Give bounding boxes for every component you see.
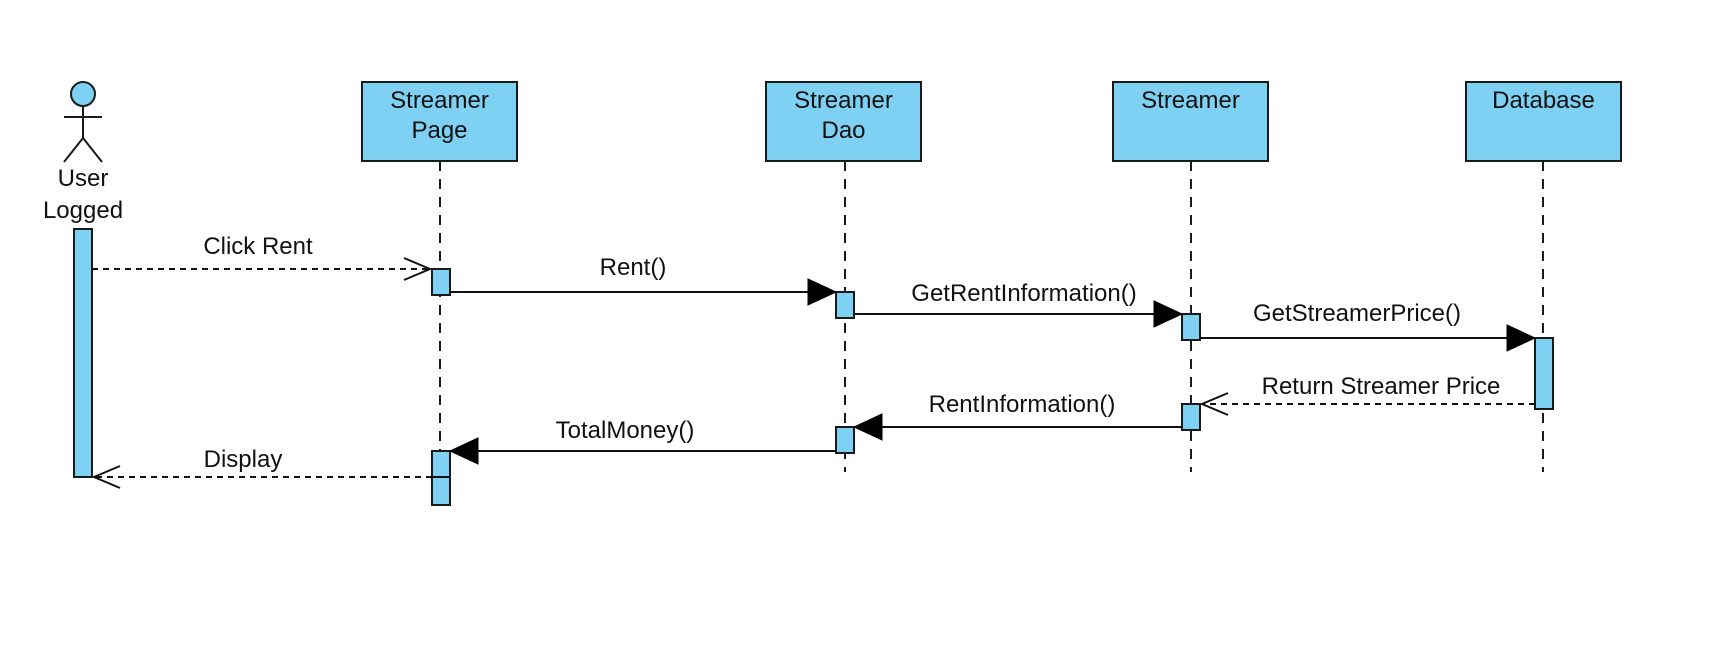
message-label: Return Streamer Price (1262, 373, 1501, 400)
activation-streamer-2 (1181, 403, 1201, 431)
filled-arrowhead (1153, 300, 1184, 328)
actor-label-line1: User (58, 165, 109, 192)
participant-streamer: Streamer (1112, 81, 1269, 162)
actor-activation-bar (73, 228, 93, 478)
participant-label-line1: Database (1492, 87, 1595, 114)
participant-label-line1: Streamer (390, 87, 489, 114)
open-arrowhead (403, 257, 433, 281)
participant-box (1112, 81, 1269, 162)
participant-streamer-page: Streamer Page (361, 81, 518, 162)
message-label: Display (204, 446, 283, 473)
message-get-rent-information: GetRentInformation() (854, 280, 1184, 328)
message-return-streamer-price: Return Streamer Price (1199, 373, 1535, 416)
actor-label-line2: Logged (43, 197, 123, 224)
filled-arrowhead (1506, 324, 1537, 352)
activation-streamer-dao-2 (835, 426, 855, 454)
activation-streamer-1 (1181, 313, 1201, 341)
participant-label-line2: Page (411, 117, 467, 144)
message-display: Display (91, 446, 432, 489)
filled-arrowhead (807, 278, 838, 306)
filled-arrowhead (852, 413, 883, 441)
actor-head (70, 81, 96, 107)
activation-streamer-dao-1 (835, 291, 855, 319)
actor-user: User Logged (43, 81, 123, 224)
activation-database (1534, 337, 1554, 410)
message-label: Click Rent (203, 233, 313, 260)
actor-left-leg (63, 137, 84, 163)
message-label: GetStreamerPrice() (1253, 300, 1461, 327)
participant-box (765, 81, 922, 162)
message-label: GetRentInformation() (911, 280, 1136, 307)
activation-streamer-page-1 (431, 268, 451, 296)
message-total-money: TotalMoney() (448, 417, 836, 465)
message-click-rent: Click Rent (92, 233, 433, 281)
actor-right-leg (82, 137, 103, 163)
participant-label-line1: Streamer (794, 87, 893, 114)
participant-box (1465, 81, 1622, 162)
open-arrowhead (1199, 392, 1229, 416)
message-label: Rent() (600, 254, 667, 281)
participant-box (361, 81, 518, 162)
message-rent: Rent() (450, 254, 838, 306)
participant-label-line2: Dao (821, 117, 865, 144)
message-rent-information: RentInformation() (852, 391, 1182, 441)
message-label: RentInformation() (929, 391, 1116, 418)
message-label: TotalMoney() (556, 417, 695, 444)
open-arrowhead (91, 465, 121, 489)
participant-label-line1: Streamer (1141, 87, 1240, 114)
participant-streamer-dao: Streamer Dao (765, 81, 922, 162)
participant-database: Database (1465, 81, 1622, 162)
filled-arrowhead (448, 437, 479, 465)
message-get-streamer-price: GetStreamerPrice() (1200, 300, 1537, 352)
